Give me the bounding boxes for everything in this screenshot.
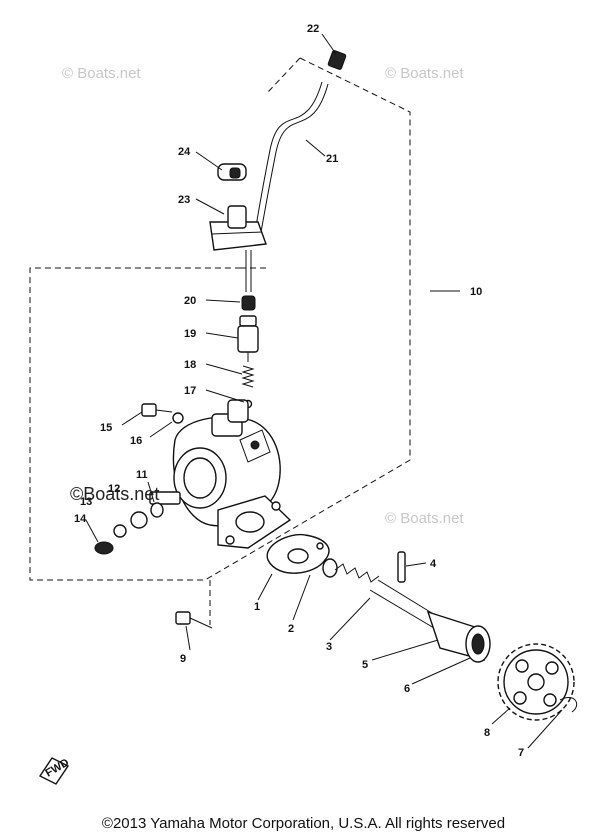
oil-delivery-pipe — [254, 81, 323, 233]
oil-pump-body — [172, 399, 281, 527]
callout-7: 7 — [518, 747, 524, 759]
callout-21: 21 — [326, 153, 338, 165]
callout-20: 20 — [184, 295, 196, 307]
callout-6: 6 — [404, 683, 410, 695]
callout-14: 14 — [74, 513, 87, 525]
callout-15: 15 — [100, 422, 112, 434]
callout-3: 3 — [326, 641, 332, 653]
forward-arrow-icon: FWD — [38, 757, 71, 785]
callout-19: 19 — [184, 328, 196, 340]
nut — [94, 541, 114, 555]
circlip — [559, 697, 578, 713]
callout-12: 12 — [108, 483, 120, 495]
callout-4: 4 — [430, 558, 437, 570]
pump-shaft — [149, 491, 181, 505]
pump-drive-gear — [497, 643, 575, 721]
gasket — [266, 533, 330, 574]
spring — [241, 365, 255, 388]
callout-8: 8 — [484, 727, 490, 739]
callout-13: 13 — [80, 496, 92, 508]
bolt — [141, 403, 173, 417]
watermark: ©Boats.net — [70, 484, 159, 504]
assembly-outline — [29, 57, 411, 581]
pump-pulley-washer — [150, 502, 164, 518]
callout-22: 22 — [307, 23, 319, 35]
callout-23: 23 — [178, 194, 190, 206]
cable-bracket — [209, 205, 267, 251]
callout-17: 17 — [184, 385, 196, 397]
assembly-outline-inner — [240, 57, 301, 269]
dowel-pin — [397, 551, 406, 583]
callout-18: 18 — [184, 359, 196, 371]
check-valve — [237, 315, 259, 362]
pump-mount-bolt — [175, 611, 213, 629]
pump-drive-shaft — [334, 563, 441, 629]
plate-washer — [130, 511, 148, 529]
union-bolt — [327, 50, 347, 70]
callout-1: 1 — [254, 601, 260, 613]
watermark: © Boats.net — [385, 65, 464, 82]
washer — [172, 412, 184, 424]
callout-2: 2 — [288, 623, 294, 635]
callout-10: 10 — [470, 286, 482, 298]
drive-gear-hub — [426, 610, 491, 663]
leader-lines — [85, 33, 563, 749]
callout-16: 16 — [130, 435, 142, 447]
callout-9: 9 — [180, 653, 186, 665]
clip — [217, 163, 247, 181]
callout-24: 24 — [178, 146, 191, 158]
pump-flange — [217, 495, 292, 549]
watermark: © Boats.net — [62, 65, 141, 82]
lock-washer — [113, 524, 127, 538]
copyright-text: ©2013 Yamaha Motor Corporation, U.S.A. A… — [101, 815, 506, 832]
callout-11: 11 — [136, 469, 148, 481]
callout-5: 5 — [362, 659, 368, 671]
o-ring — [322, 558, 338, 578]
watermark: © Boats.net — [385, 510, 464, 527]
banjo-fitting — [241, 295, 256, 311]
